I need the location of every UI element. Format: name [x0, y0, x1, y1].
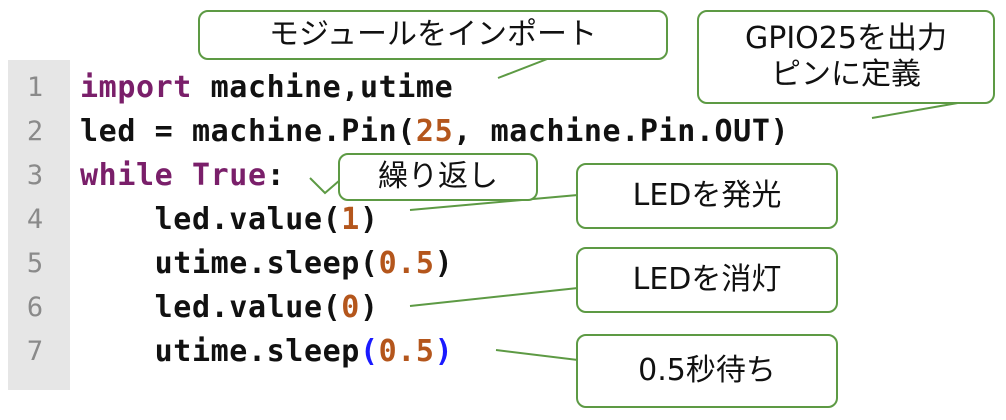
matched-paren-token: ( — [359, 334, 379, 369]
number-token: 1 — [341, 202, 360, 237]
code-token: , machine.Pin.OUT) — [453, 114, 790, 149]
number-token: 0 — [341, 290, 360, 325]
connector-led-off — [409, 286, 579, 307]
code-line[interactable]: utime.sleep(0.5) — [80, 332, 453, 372]
callout-repeat: 繰り返し — [338, 153, 538, 201]
callout-wait: 0.5秒待ち — [576, 334, 838, 408]
line-number: 5 — [26, 248, 44, 279]
code-token: ) — [359, 202, 379, 237]
code-line[interactable]: led = machine.Pin(25, machine.Pin.OUT) — [80, 112, 789, 152]
connector-wait — [495, 349, 579, 374]
code-line[interactable]: utime.sleep(0.5) — [80, 244, 453, 284]
connector-repeat — [309, 177, 341, 195]
keyword-token: while — [80, 158, 174, 193]
line-number: 3 — [26, 160, 44, 191]
line-number: 4 — [26, 204, 44, 235]
code-token: ) — [359, 290, 379, 325]
callout-gpio-line1: GPIO25を出力 — [745, 21, 947, 56]
keyword-token: True — [191, 158, 267, 193]
line-number: 7 — [26, 336, 44, 367]
line-number: 6 — [26, 292, 44, 323]
code-token: led.value( — [80, 290, 342, 325]
line-number: 2 — [26, 116, 44, 147]
callout-import-modules: モジュールをインポート — [198, 10, 668, 60]
code-line[interactable]: import machine,utime — [80, 68, 453, 108]
line-number-gutter: 1 2 3 4 5 6 7 — [8, 60, 70, 390]
number-token: 0.5 — [378, 246, 435, 281]
keyword-token: import — [80, 70, 192, 105]
callout-led-on: LEDを発光 — [576, 163, 838, 229]
number-token: 0.5 — [378, 334, 435, 369]
code-line[interactable]: led.value(1) — [80, 200, 379, 240]
code-line[interactable]: while True: — [80, 156, 285, 196]
code-token: led.value( — [80, 202, 342, 237]
code-line[interactable]: led.value(0) — [80, 288, 379, 328]
matched-paren-token: ) — [434, 334, 454, 369]
code-token: ) — [434, 246, 454, 281]
code-token: utime.sleep — [80, 334, 360, 369]
callout-gpio-line2: ピンに定義 — [771, 57, 921, 92]
code-token: : — [266, 158, 286, 193]
callout-led-off: LEDを消灯 — [576, 247, 838, 313]
number-token: 25 — [415, 114, 454, 149]
code-token: machine,utime — [191, 70, 454, 105]
line-number: 1 — [26, 72, 44, 103]
code-token: utime.sleep( — [80, 246, 379, 281]
callout-gpio-output: GPIO25を出力 ピンに定義 — [697, 10, 995, 104]
code-token: led = machine.Pin( — [80, 114, 416, 149]
